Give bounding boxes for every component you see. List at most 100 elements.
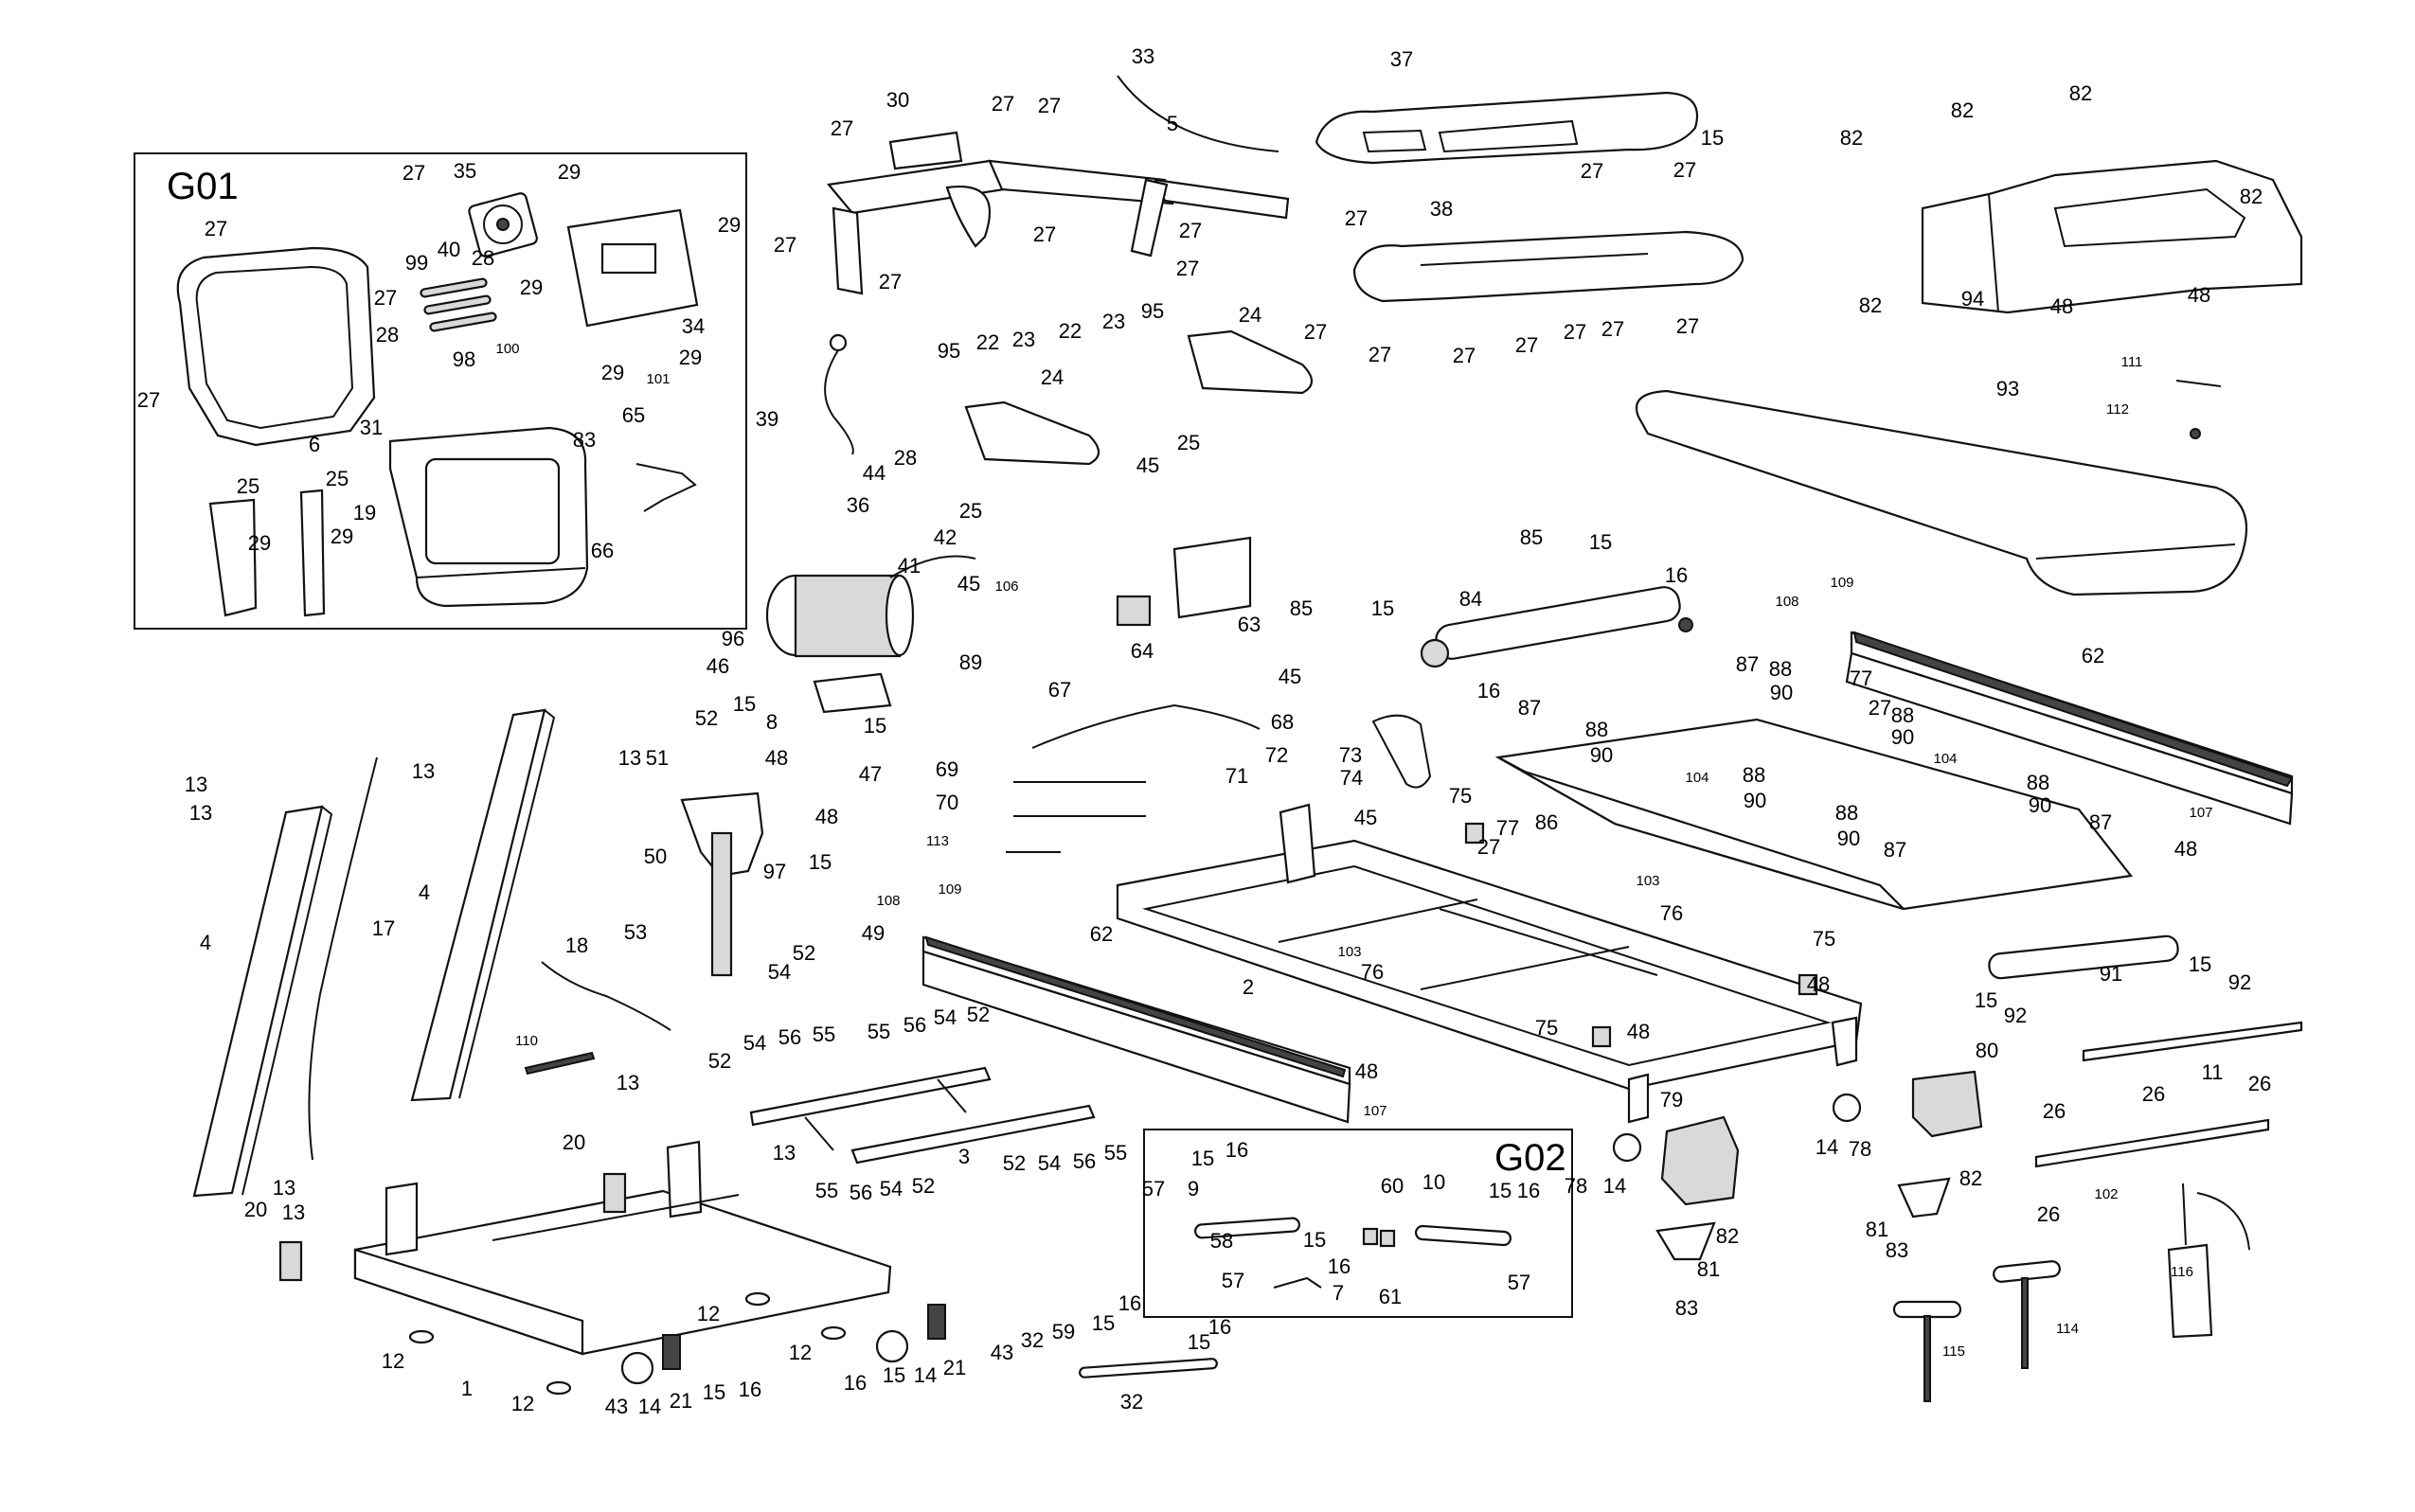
callout-c16d: 16	[1517, 1179, 1540, 1202]
callout-c22b: 22	[1059, 319, 1082, 343]
g01-fan	[468, 192, 538, 258]
callout-c26a: 26	[2043, 1099, 2066, 1123]
callout-g01-27a: 27	[205, 217, 227, 240]
callout-c15j: 15	[1489, 1179, 1512, 1202]
callout-g01-83: 83	[573, 428, 596, 452]
callout-c15o: 15	[703, 1380, 725, 1404]
cable-18	[541, 961, 671, 1031]
main-base-frame	[1116, 803, 1863, 1124]
callout-c74: 74	[1340, 766, 1363, 790]
callout-c56a: 56	[903, 1013, 926, 1037]
callout-c64: 64	[1131, 639, 1154, 663]
callout-c39: 39	[756, 407, 778, 431]
callout-c20a: 20	[563, 1130, 585, 1154]
callout-c108a: 108	[1775, 594, 1798, 610]
callout-c10: 10	[1422, 1170, 1445, 1194]
callout-c12c: 12	[382, 1349, 404, 1373]
callout-c16f: 16	[1118, 1291, 1141, 1315]
callout-c48h: 48	[1355, 1059, 1378, 1083]
callout-c88b: 88	[1891, 703, 1914, 727]
callout-c88d: 88	[1743, 763, 1765, 787]
callout-c90b: 90	[1891, 725, 1914, 749]
callout-c27b: 27	[1038, 94, 1061, 117]
callout-c91: 91	[2100, 962, 2122, 986]
drive-motor	[765, 555, 976, 658]
wire-69-70-113	[1006, 781, 1146, 853]
callout-c27s: 27	[1869, 696, 1891, 720]
rear-feet	[1655, 1177, 1951, 1261]
callout-c15n: 15	[883, 1363, 905, 1387]
callout-c97: 97	[763, 860, 786, 883]
incline-motor	[680, 792, 764, 977]
lubricant-bottle-116	[2167, 1183, 2250, 1339]
callout-c94: 94	[1961, 287, 1984, 311]
callout-c54b: 54	[934, 1005, 957, 1029]
callout-c71: 71	[1225, 764, 1248, 788]
callout-c24a: 24	[1239, 303, 1261, 327]
callout-c16c: 16	[1225, 1138, 1248, 1162]
callout-c27p: 27	[1564, 320, 1586, 344]
callout-g01-99: 99	[405, 251, 428, 275]
callout-c17: 17	[372, 916, 395, 940]
callout-c80: 80	[1976, 1039, 1998, 1062]
callout-c56b: 56	[778, 1025, 801, 1049]
callout-c20b: 20	[244, 1198, 267, 1221]
g02-group-label: G02	[1494, 1137, 1566, 1179]
callout-c111: 111	[2121, 354, 2143, 370]
callout-c45b: 45	[957, 572, 980, 596]
rubber-bumpers	[1464, 822, 1818, 1048]
motor-controller	[1116, 536, 1252, 627]
callout-c57b: 57	[1222, 1269, 1244, 1292]
callout-c82f: 82	[1959, 1166, 1982, 1190]
callout-c15e: 15	[864, 714, 886, 738]
callout-c27q: 27	[1601, 317, 1624, 341]
callout-c13b: 13	[773, 1141, 796, 1165]
callout-c13g: 13	[412, 759, 435, 783]
callout-c85a: 85	[1520, 525, 1543, 549]
callout-c73: 73	[1339, 743, 1362, 767]
callout-c43b: 43	[605, 1395, 628, 1418]
callout-c113: 113	[926, 833, 949, 849]
callout-c26b: 26	[2142, 1082, 2165, 1106]
callout-g01-40: 40	[438, 238, 460, 261]
callout-c108b: 108	[876, 893, 900, 909]
callout-c38: 38	[1430, 197, 1453, 221]
callout-c16e: 16	[1328, 1254, 1351, 1278]
callout-c104a: 104	[1933, 751, 1957, 767]
callout-c27n: 27	[1453, 344, 1476, 367]
g01-console-back-frame	[176, 246, 376, 447]
callout-c46: 46	[707, 654, 729, 678]
callout-c62a: 62	[2082, 644, 2104, 667]
callout-c15d: 15	[733, 692, 756, 716]
part-110	[524, 1051, 596, 1076]
callout-c52a: 52	[695, 706, 718, 730]
callout-c116: 116	[2171, 1264, 2193, 1280]
axle-59	[1079, 1358, 1218, 1379]
callout-c81a: 81	[1866, 1218, 1888, 1241]
step-rail-11	[2082, 1021, 2303, 1062]
callout-c54e: 54	[880, 1177, 903, 1201]
callout-c5: 5	[1167, 112, 1178, 135]
callout-c60: 60	[1381, 1174, 1404, 1198]
callout-c48b: 48	[2188, 283, 2210, 307]
callout-c12a: 12	[697, 1302, 720, 1325]
front-wheels	[620, 1304, 946, 1385]
callout-c45a: 45	[1136, 454, 1159, 477]
callout-c11: 11	[2202, 1060, 2224, 1084]
callout-c15c: 15	[1371, 596, 1394, 620]
callout-g01-27c: 27	[374, 286, 397, 310]
callout-c13h: 13	[618, 746, 641, 770]
callout-c33: 33	[1132, 44, 1154, 68]
callout-c26d: 26	[2037, 1202, 2060, 1226]
callout-c90f: 90	[1837, 827, 1860, 850]
callout-c44: 44	[863, 461, 886, 485]
callout-c4b: 4	[419, 881, 430, 904]
callout-c27l: 27	[1304, 320, 1327, 344]
callout-g01-35: 35	[454, 159, 476, 183]
callout-c24b: 24	[1041, 365, 1064, 389]
callout-c15a: 15	[1701, 126, 1724, 150]
callout-c15b: 15	[1589, 530, 1612, 554]
callout-c27t: 27	[1477, 835, 1500, 859]
callout-g01-66: 66	[591, 539, 614, 562]
callout-c82b: 82	[2069, 81, 2092, 105]
